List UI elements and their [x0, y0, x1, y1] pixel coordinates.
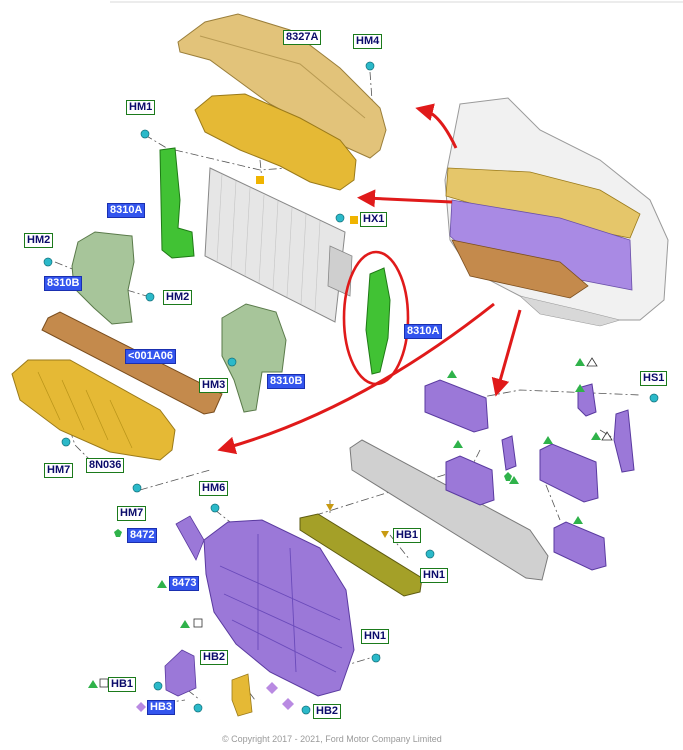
label-8310A-top: 8310A	[107, 203, 146, 218]
label-HB2-a: HB2	[200, 650, 229, 665]
label-HN1-a: HN1	[420, 568, 449, 583]
label-HB1-a: HB1	[393, 528, 422, 543]
copyright-notice: © Copyright 2017 - 2021, Ford Motor Comp…	[222, 734, 442, 744]
label-HM2-a: HM2	[24, 233, 54, 248]
label-8310A-circled: 8310A	[404, 324, 443, 339]
label-8472: 8472	[127, 528, 158, 543]
label-8327A: 8327A	[283, 30, 322, 45]
part-upper-gold-cover	[194, 93, 357, 191]
label-HM3: HM3	[199, 378, 229, 393]
label-HM7-a: HM7	[44, 463, 74, 478]
part-active-grille-louvers	[424, 379, 635, 571]
part-air-deflector	[299, 513, 423, 597]
label-8473: 8473	[169, 576, 200, 591]
part-8310A-bracket	[159, 147, 195, 259]
assembly-symbols	[88, 357, 613, 712]
part-radiator	[204, 167, 346, 323]
fastener-pins	[43, 61, 659, 715]
label-HM1: HM1	[126, 100, 156, 115]
label-001A06: <001A06	[125, 349, 176, 364]
part-square-clip	[256, 176, 264, 184]
part-8472-bracket	[175, 515, 205, 561]
part-lower-gold-clip	[231, 673, 253, 717]
part-8310B-lower	[221, 303, 287, 413]
label-HS1: HS1	[640, 371, 668, 386]
label-HX1: HX1	[360, 212, 388, 227]
label-8310B-top: 8310B	[44, 276, 83, 291]
label-HB3: HB3	[147, 700, 176, 715]
part-lower-beam	[349, 439, 549, 581]
red-callout-arrows	[217, 103, 522, 455]
label-HN1-b: HN1	[361, 629, 390, 644]
label-HB2-b: HB2	[313, 704, 342, 719]
label-8310B-bottom: 8310B	[267, 374, 306, 389]
part-lower-bracket	[164, 649, 197, 697]
label-HM2-b: HM2	[163, 290, 193, 305]
part-8310A-circled	[365, 267, 391, 375]
label-8N036: 8N036	[86, 458, 125, 473]
label-HM4: HM4	[353, 34, 383, 49]
label-HB1-b: HB1	[108, 677, 137, 692]
part-8327A-cover	[177, 13, 387, 159]
label-HM6: HM6	[199, 481, 229, 496]
part-8N036-shield	[11, 359, 176, 461]
part-8473-grille-frame	[203, 519, 355, 697]
label-HM7-b: HM7	[117, 506, 147, 521]
vehicle-front-end	[444, 97, 669, 327]
